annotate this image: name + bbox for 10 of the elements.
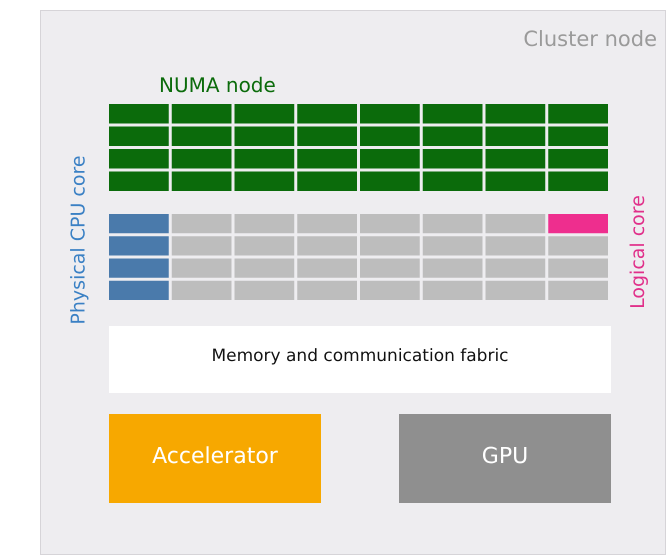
axis-label: Physical CPU core: [67, 155, 90, 325]
cluster-panel: [40, 10, 666, 555]
panel-title: Cluster node: [523, 27, 657, 51]
box-label: Accelerator: [151, 444, 279, 469]
accelerator-box: [109, 414, 321, 503]
box-label: Memory and communication fabric: [210, 346, 510, 366]
node-heading: NUMA node: [159, 73, 276, 97]
gpu-box: [399, 414, 611, 503]
box-label: GPU: [480, 444, 530, 469]
axis-label: Logical core: [626, 195, 649, 309]
